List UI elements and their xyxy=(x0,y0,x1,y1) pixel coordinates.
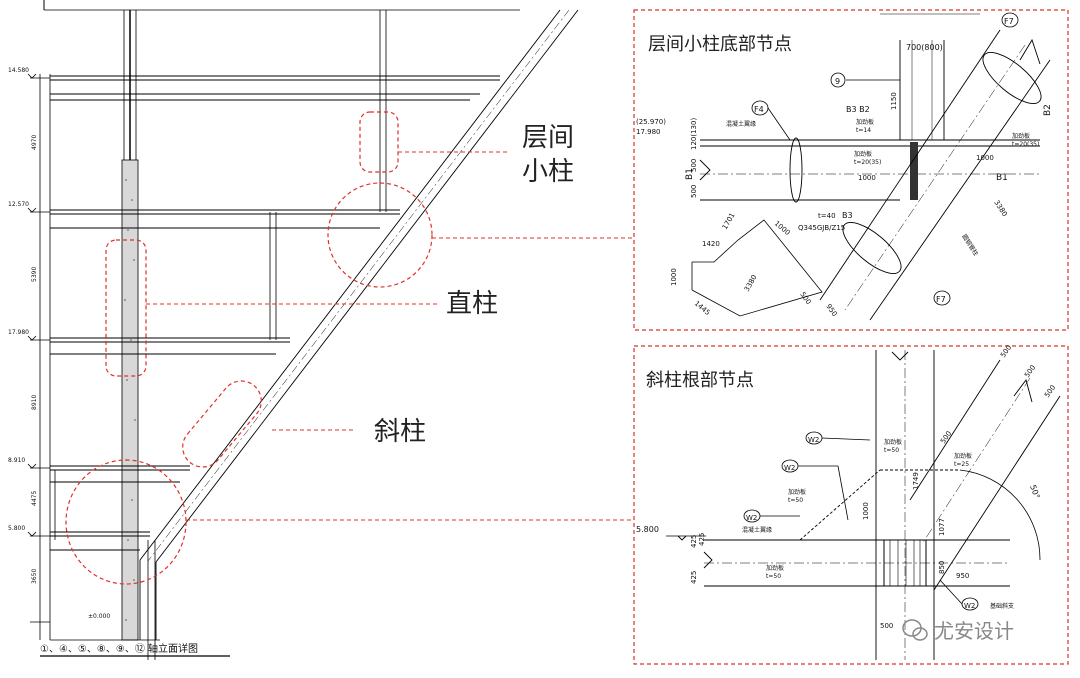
dim-1077: 1077 xyxy=(938,518,946,536)
dim-425-b: 425 xyxy=(690,571,698,584)
dim-950: 950 xyxy=(824,303,838,319)
dim-label-2: 5390 xyxy=(31,267,38,282)
stiff-b-t: t=25 xyxy=(954,461,969,468)
core-column xyxy=(121,159,139,641)
elev-17980: 17.980 xyxy=(636,128,661,136)
stiff2-label: 加劲板 xyxy=(854,150,872,158)
dim-1000b: 1000 xyxy=(858,174,876,182)
elevation-caption: ①、④、⑤、⑧、⑨、⑫ 轴立面详图 xyxy=(40,642,198,655)
stiff3-label: 加劲板 xyxy=(1012,132,1030,140)
dim-1749: 1749 xyxy=(912,472,920,490)
elev-label-3: 17.980 xyxy=(8,329,29,336)
watermark-text: 尤安设计 xyxy=(934,619,1014,643)
label-b1-right: B1 xyxy=(996,173,1008,183)
stiff-d-t: t=50 xyxy=(766,573,781,580)
text-concrete-b: 混凝土翼缘 xyxy=(742,526,772,534)
detail-bottom: 斜柱根部节点 xyxy=(633,344,1069,665)
dim-500-b: 500 xyxy=(1023,364,1037,380)
dim-950-b: 950 xyxy=(956,572,969,580)
label-b2: B2 xyxy=(1043,104,1053,116)
dim-3380: 3380 xyxy=(992,199,1008,218)
callout-box-interstory xyxy=(359,111,399,173)
stiff-a-t: t=50 xyxy=(884,447,899,454)
marker-9: 9 xyxy=(835,77,840,86)
tag-w2c: W2 xyxy=(746,514,757,522)
stiff-d-label: 加劲板 xyxy=(766,564,784,572)
detail-top-title: 层间小柱底部节点 xyxy=(648,34,792,55)
tag-f4: F4 xyxy=(754,105,764,114)
callout-box-inclined xyxy=(182,380,262,468)
elev-label-1: 14.580 xyxy=(8,67,29,74)
label-b3b2: B3 B2 xyxy=(846,105,870,114)
tag-w2a: W2 xyxy=(808,436,819,444)
tag-f7-bottom: F7 xyxy=(936,295,946,304)
dim-label-5: 3650 xyxy=(31,569,38,584)
tag-w2d: W2 xyxy=(964,602,975,610)
stiff1-label: 加劲板 xyxy=(856,118,874,126)
stiffener-plate xyxy=(910,142,918,200)
stiff-a-label: 加劲板 xyxy=(884,438,902,446)
dim-label-3: 8910 xyxy=(31,395,38,410)
elev-25970: (25.970) xyxy=(636,118,666,126)
dim-500-e: 500 xyxy=(880,622,893,630)
sub-dim-1445: 1445 xyxy=(693,299,712,317)
label-b1-left: B1 xyxy=(685,168,695,180)
tag-w2b: W2 xyxy=(784,464,795,472)
dim-1150: 1150 xyxy=(890,92,898,110)
dim-425-c: 425 xyxy=(698,533,706,546)
dim-425-a: 425 xyxy=(690,535,698,548)
tag-f7-top: F7 xyxy=(1004,17,1014,26)
watermark: 尤安设计 xyxy=(902,619,1014,643)
dim-label-1: 4970 xyxy=(31,135,38,150)
stiff-b-label: 加劲板 xyxy=(954,452,972,460)
label-straight-column: 直柱 xyxy=(446,289,498,319)
callout-circle-base xyxy=(65,459,187,585)
sub-dim-1000d: 1000 xyxy=(670,268,678,286)
detail-bottom-title: 斜柱根部节点 xyxy=(646,370,754,391)
text-t40: t=40 xyxy=(818,212,836,220)
text-pipe: 圆钢管柱 xyxy=(960,233,980,257)
dim-500-c: 500 xyxy=(1043,384,1057,400)
detail-top: 层间小柱底部节点 700(800) 1150 xyxy=(633,9,1069,331)
dim-700-800: 700(800) xyxy=(906,43,943,52)
angle-label: 50° xyxy=(1028,484,1041,500)
text-steel: Q345GJB/Z15 xyxy=(798,224,845,232)
stiff1-t: t=14 xyxy=(856,127,871,134)
stiff-c-label: 加劲板 xyxy=(788,488,806,496)
pipe-top-ellipse xyxy=(982,52,1042,104)
sub-dim-1701: 1701 xyxy=(721,212,737,231)
label-interstory-1: 层间 xyxy=(522,123,574,153)
label-inclined-column: 斜柱 xyxy=(374,417,426,447)
stiff2-t: t=20(35) xyxy=(854,159,881,166)
elev-label-4: 8.910 xyxy=(8,457,25,464)
elev-label-6: ±0.000 xyxy=(88,613,110,620)
sub-dim-3380b: 3380 xyxy=(743,274,759,293)
dim-500-d: 500 xyxy=(939,430,953,446)
text-base: 基础斜支 xyxy=(990,602,1014,610)
elev-label-5: 5.800 xyxy=(8,525,25,532)
text-concrete: 混凝土翼缘 xyxy=(726,120,756,128)
dim-500a: 500 xyxy=(690,159,698,172)
dim-1000a: 1000 xyxy=(976,154,994,162)
dim-120: 120(130) xyxy=(690,118,698,150)
callout-box-straight xyxy=(105,239,147,377)
left-elevation: 14.580 12.570 17.980 8.910 5.800 ±0.000 … xyxy=(8,0,579,660)
label-b3: B3 xyxy=(842,211,853,220)
pipe-section-ellipse xyxy=(789,137,803,203)
stiff-c-t: t=50 xyxy=(788,497,803,504)
dim-label-4: 4475 xyxy=(31,491,38,506)
callouts: 层间 小柱 直柱 斜柱 xyxy=(65,111,634,585)
callout-circle-node xyxy=(327,182,433,288)
elev-5800: 5.800 xyxy=(636,525,659,534)
dim-1000-b: 1000 xyxy=(862,502,870,520)
sub-dim-1420: 1420 xyxy=(702,240,720,248)
pipe-bottom-ellipse xyxy=(842,222,902,274)
label-interstory-2: 小柱 xyxy=(522,157,574,187)
stiff3-t: t=20(35) xyxy=(1012,141,1039,148)
dim-850: 850 xyxy=(938,561,946,574)
dim-500b: 500 xyxy=(690,185,698,198)
elev-label-2: 12.570 xyxy=(8,201,29,208)
